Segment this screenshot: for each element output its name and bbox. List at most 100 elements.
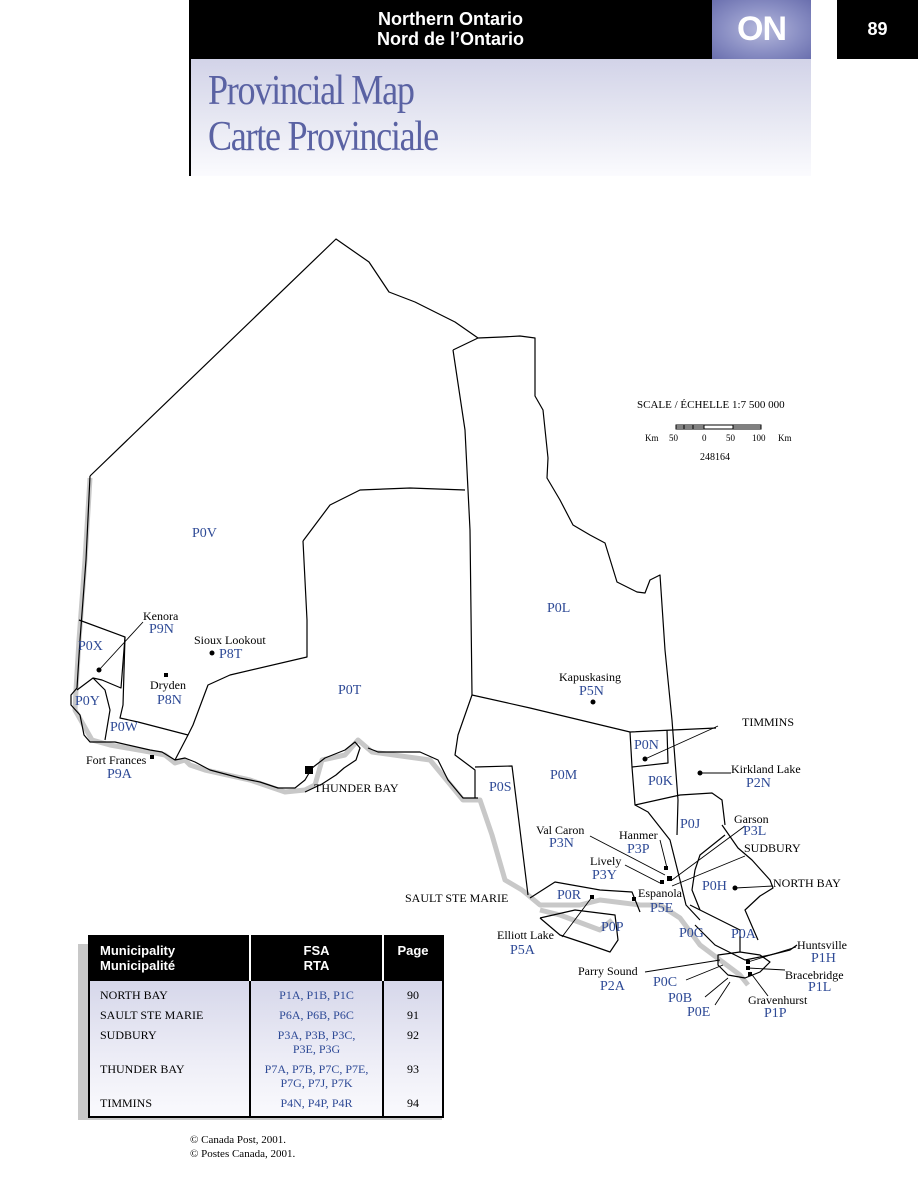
place-name: Garson: [734, 812, 769, 826]
fsa-zone-label: P0M: [550, 768, 578, 783]
place-name: Kirkland Lake: [731, 762, 801, 776]
title-rule: [189, 59, 191, 176]
cell-municipality: NORTH BAY: [100, 988, 168, 1002]
place-name: THUNDER BAY: [314, 781, 399, 795]
cell-fsa: P1A, P1B, P1C: [249, 981, 383, 1005]
place-fsa: P2N: [746, 776, 771, 791]
place-name: Fort Frances: [86, 753, 147, 767]
place-name: Sioux Lookout: [194, 633, 266, 647]
header-municipality-en: Municipality: [100, 943, 176, 958]
fsa-zone-label: P0V: [192, 526, 217, 541]
coast-shadow: [72, 477, 750, 987]
scale-tick-50: 50: [726, 433, 735, 443]
place-name: Bracebridge: [785, 968, 844, 982]
scale-tick-0: 0: [702, 433, 707, 443]
place-fsa: P3L: [743, 824, 767, 839]
cell-fsa-line: P7A, P7B, P7C, P7E,: [264, 1062, 369, 1076]
title-band: [189, 59, 811, 176]
fsa-zone-label: P0L: [547, 601, 571, 616]
place-name: Parry Sound: [578, 964, 638, 978]
fsa-zone-label: P0G: [679, 926, 704, 941]
region-title-fr: Nord de l’Ontario: [376, 29, 524, 49]
table-row: SUDBURY P3A, P3B, P3C, P3E, P3G 92: [89, 1025, 443, 1059]
fsa-zone-label: P0Y: [75, 694, 100, 709]
fsa-zone-label: P0W: [110, 720, 138, 735]
place-name: NORTH BAY: [773, 876, 841, 890]
place-fsa: P1H: [811, 951, 836, 966]
cell-municipality: SAULT STE MARIE: [100, 1008, 204, 1022]
place-name: TIMMINS: [742, 715, 795, 729]
place-fsa: P5A: [510, 943, 535, 958]
scale-bar: [675, 424, 762, 430]
city-dots: [96, 650, 752, 976]
table-row: SAULT STE MARIE P6A, P6B, P6C 91: [89, 1005, 443, 1025]
fsa-zone-label: P0C: [653, 975, 678, 990]
place-name: Espanola: [638, 886, 682, 900]
fsa-zone-label: P0N: [634, 738, 659, 753]
cell-fsa-line: P6A, P6B, P6C: [279, 1008, 354, 1022]
place-name: Val Caron: [536, 823, 585, 837]
cell-fsa-line: P7G, P7J, P7K: [280, 1076, 353, 1090]
page-title-en: Provincial Map: [208, 68, 415, 114]
page-title-fr: Carte Provinciale: [208, 114, 439, 160]
table-row: TIMMINS P4N, P4P, P4R 94: [89, 1093, 443, 1117]
cell-fsa-line: P3E, P3G: [292, 1042, 341, 1056]
fsa-zone-label: P0J: [680, 817, 701, 832]
cell-municipality: TIMMINS: [100, 1096, 153, 1110]
place-name: Kenora: [143, 609, 179, 623]
fsa-zone-label: P0B: [668, 991, 693, 1006]
place-fsa: P2A: [600, 979, 625, 994]
header-fsa-en: FSA: [303, 943, 330, 958]
header-bar: [189, 0, 712, 59]
scale-tick-50-left: 50: [669, 433, 678, 443]
place-fsa: P5E: [650, 901, 674, 916]
place-name: Lively: [590, 854, 622, 868]
copyright-en: © Canada Post, 2001.: [190, 1134, 287, 1146]
fsa-zone-label: P0E: [687, 1005, 711, 1020]
place-fsa: P8N: [157, 693, 182, 708]
cell-fsa: P7A, P7B, P7C, P7E, P7G, P7J, P7K: [249, 1059, 383, 1093]
place-fsa: P9A: [107, 767, 132, 782]
page-title: Provincial Map Carte Provinciale: [208, 68, 439, 160]
fsa-zone-label: P0S: [489, 780, 512, 795]
place-name: Elliott Lake: [497, 928, 554, 942]
fsa-zone-label: P0P: [601, 920, 624, 935]
cell-fsa: P6A, P6B, P6C: [249, 1005, 383, 1025]
place-name: SUDBURY: [744, 841, 801, 855]
place-name: Hanmer: [619, 828, 658, 842]
page-number: 89: [837, 0, 918, 59]
cell-fsa: P4N, P4P, P4R: [249, 1093, 383, 1117]
municipality-table: Municipality Municipalité FSA RTA Page N…: [88, 935, 444, 1118]
place-name: Dryden: [150, 678, 186, 692]
place-name: Gravenhurst: [748, 993, 808, 1007]
header-fsa: FSA RTA: [249, 936, 383, 981]
zone-boundaries: [70, 238, 798, 979]
place-fsa: P5N: [579, 684, 604, 699]
region-title: Northern Ontario Nord de l’Ontario: [189, 9, 712, 49]
cell-page: 92: [382, 1025, 443, 1059]
header-fsa-fr: RTA: [303, 958, 330, 973]
place-fsa: P3P: [627, 842, 650, 857]
cell-fsa-line: P1A, P1B, P1C: [279, 988, 354, 1002]
fsa-zone-label: P0T: [338, 683, 362, 698]
place-name: Huntsville: [797, 938, 847, 952]
table-row: THUNDER BAY P7A, P7B, P7C, P7E, P7G, P7J…: [89, 1059, 443, 1093]
fsa-zone-label: P0R: [557, 888, 582, 903]
region-title-en: Northern Ontario: [377, 9, 523, 29]
cell-page: 93: [382, 1059, 443, 1093]
place-fsa: P9N: [149, 622, 174, 637]
scale-unit-left: Km: [645, 433, 659, 443]
place-name: Kapuskasing: [559, 670, 621, 684]
cell-page: 90: [382, 981, 443, 1005]
province-badge: ON: [712, 0, 811, 59]
leader-lines: [98, 621, 797, 1006]
cell-fsa-line: P3A, P3B, P3C,: [277, 1028, 356, 1042]
table-header-row: Municipality Municipalité FSA RTA Page: [89, 936, 443, 981]
place-fsa: P3Y: [592, 868, 617, 883]
header-municipality: Municipality Municipalité: [89, 936, 250, 981]
scale-unit-right: Km: [778, 433, 792, 443]
scale-title: SCALE / ÉCHELLE 1:7 500 000: [637, 399, 785, 411]
cell-municipality: SUDBURY: [100, 1028, 157, 1042]
header-municipality-fr: Municipalité: [100, 958, 176, 973]
table-row: NORTH BAY P1A, P1B, P1C 90: [89, 981, 443, 1005]
